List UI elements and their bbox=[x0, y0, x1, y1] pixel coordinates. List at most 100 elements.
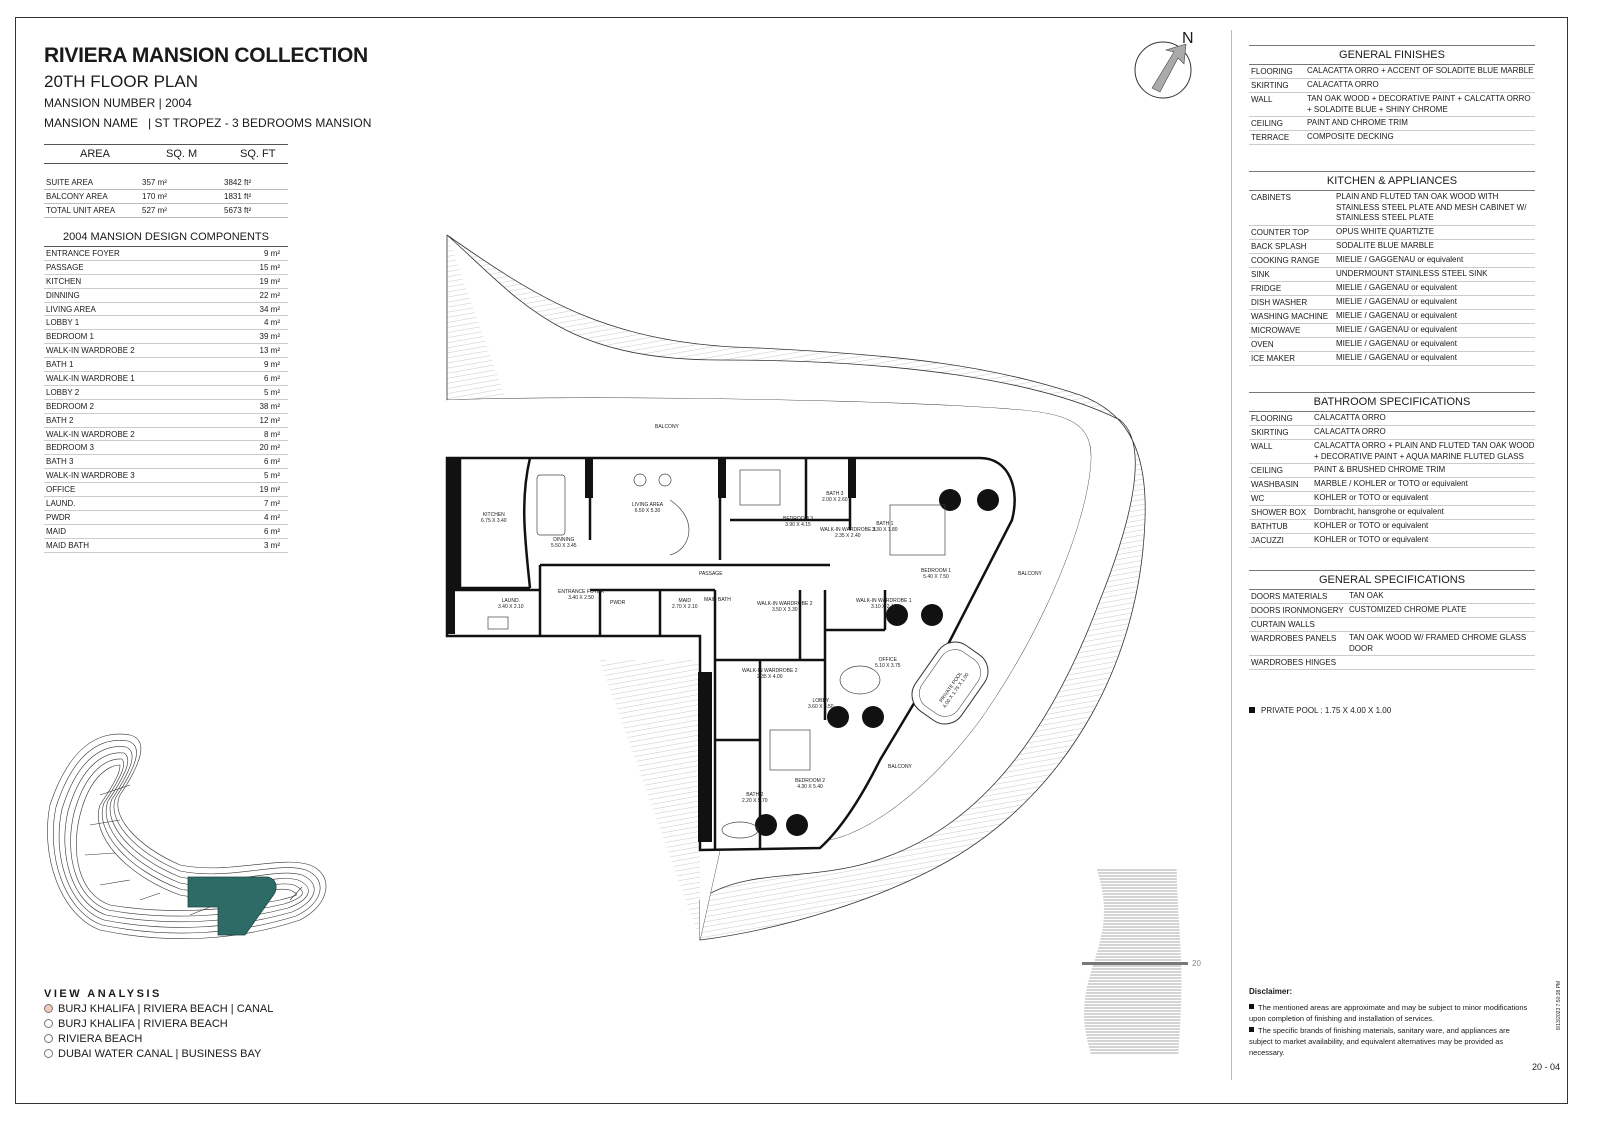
radio-icon[interactable] bbox=[44, 1049, 53, 1058]
view-option[interactable]: DUBAI WATER CANAL | BUSINESS BAY bbox=[44, 1048, 261, 1060]
component-name: MAID BATH bbox=[46, 540, 89, 550]
room-name: KITCHEN bbox=[482, 512, 505, 518]
room-name: LOBBY bbox=[812, 698, 830, 704]
room-name: WALK-IN WARDROBE 3 bbox=[820, 527, 876, 533]
room-dimensions: 3.40 X 2.50 bbox=[568, 595, 594, 601]
component-area: 19 m² bbox=[259, 276, 280, 286]
room-dimensions: 3.30 X 1.80 bbox=[872, 527, 898, 533]
component-name: PASSAGE bbox=[46, 262, 84, 272]
general-finishes-title: GENERAL FINISHES bbox=[1249, 45, 1535, 65]
component-name: WALK-IN WARDROBE 1 bbox=[46, 374, 135, 384]
room-name: LAUND. bbox=[501, 598, 520, 604]
component-name: OFFICE bbox=[46, 485, 76, 495]
view-option[interactable]: RIVIERA BEACH bbox=[44, 1033, 142, 1045]
building-contours bbox=[47, 733, 327, 940]
component-area: 20 m² bbox=[259, 443, 280, 453]
room-dimensions: 4.30 X 5.40 bbox=[797, 784, 823, 790]
page-number: 20 - 04 bbox=[1531, 1062, 1560, 1072]
components-table: 2004 MANSION DESIGN COMPONENTS ENTRANCE … bbox=[44, 229, 288, 553]
spec-key: SKIRTING bbox=[1251, 81, 1289, 90]
spec-key: MICROWAVE bbox=[1251, 325, 1301, 335]
room-label: LAUND.3.40 X 2.10 bbox=[498, 598, 524, 610]
spec-value: PAINT & BRUSHED CHROME TRIM bbox=[1314, 465, 1446, 474]
component-name: BEDROOM 2 bbox=[46, 401, 95, 411]
view-option-label: BURJ KHALIFA | RIVIERA BEACH bbox=[58, 1018, 228, 1030]
radio-selected-icon[interactable] bbox=[44, 1004, 53, 1013]
spec-value: CALACATTA ORRO + ACCENT OF SOLADITE BLUE… bbox=[1307, 66, 1534, 75]
component-name: WALK-IN WARDROBE 2 bbox=[46, 429, 135, 439]
component-name: LIVING AREA bbox=[46, 304, 96, 314]
room-dimensions: 2.35 X 2.40 bbox=[834, 533, 861, 539]
floor-title: 20TH FLOOR PLAN bbox=[44, 72, 198, 91]
spec-key: SINK bbox=[1251, 269, 1270, 279]
room-dimensions: 3.60 X 3.50 bbox=[808, 704, 834, 710]
spec-value: SODALITE BLUE MARBLE bbox=[1336, 240, 1434, 250]
disclaimer-title: Disclaimer: bbox=[1249, 987, 1293, 996]
room-dimensions: 6.50 X 5.30 bbox=[634, 508, 661, 514]
radio-icon[interactable] bbox=[44, 1019, 53, 1028]
spec-key: FRIDGE bbox=[1251, 283, 1282, 293]
room-name: WALK-IN WARDROBE 2 bbox=[757, 601, 813, 607]
component-area: 38 m² bbox=[259, 401, 280, 411]
spec-value: UNDERMOUNT STAINLESS STEEL SINK bbox=[1336, 268, 1488, 278]
area-sqft: 1831 ft² bbox=[224, 192, 252, 201]
view-option[interactable]: BURJ KHALIFA | RIVIERA BEACH | CANAL bbox=[44, 1003, 273, 1015]
furniture bbox=[487, 469, 946, 839]
bullet-icon bbox=[1249, 1027, 1254, 1032]
spec-value: CALACATTA ORRO + PLAIN AND FLUTED TAN OA… bbox=[1314, 441, 1535, 461]
mansion-number: MANSION NUMBER | 2004 bbox=[44, 96, 192, 110]
spec-key: FLOORING bbox=[1251, 414, 1293, 423]
spec-value: TAN OAK WOOD + DECORATIVE PAINT + CALCAT… bbox=[1307, 94, 1531, 114]
columns bbox=[755, 489, 999, 836]
components-title: 2004 MANSION DESIGN COMPONENTS bbox=[44, 229, 288, 247]
area-sqm: 527 m² bbox=[142, 206, 167, 215]
spec-value: MIELIE / GAGENAU or equivalent bbox=[1336, 296, 1457, 306]
component-name: ENTRANCE FOYER bbox=[46, 249, 120, 258]
area-header-area: AREA bbox=[80, 148, 110, 160]
pool-note: PRIVATE POOL : 1.75 X 4.00 X 1.00 bbox=[1249, 706, 1391, 715]
spec-value: MIELIE / GAGENAU or equivalent bbox=[1336, 282, 1457, 292]
radio-icon[interactable] bbox=[44, 1034, 53, 1043]
print-stamp: 8/13/2023 7:50:38 PM bbox=[1556, 980, 1562, 1030]
general-specs-title: GENERAL SPECIFICATIONS bbox=[1249, 570, 1535, 590]
spec-value: MIELIE / GAGENAU or equivalent bbox=[1336, 310, 1457, 320]
spec-key: COOKING RANGE bbox=[1251, 255, 1320, 265]
spec-key: BATHTUB bbox=[1251, 522, 1288, 531]
component-name: BEDROOM 3 bbox=[46, 443, 95, 453]
component-name: LAUND. bbox=[46, 499, 76, 509]
component-area: 5 m² bbox=[264, 471, 280, 481]
view-option[interactable]: BURJ KHALIFA | RIVIERA BEACH bbox=[44, 1018, 228, 1030]
mansion-name-value: | ST TROPEZ - 3 BEDROOMS MANSION bbox=[148, 116, 372, 130]
component-area: 8 m² bbox=[264, 429, 280, 439]
room-name: MAID BATH bbox=[704, 597, 731, 603]
sheet-frame bbox=[15, 17, 1568, 1104]
component-area: 3 m² bbox=[264, 540, 280, 550]
spec-key: DOORS MATERIALS bbox=[1251, 592, 1328, 601]
component-area: 9 m² bbox=[264, 249, 280, 258]
pool-note-text: PRIVATE POOL : 1.75 X 4.00 X 1.00 bbox=[1261, 706, 1392, 715]
disclaimer-text: The mentioned areas are approximate and … bbox=[1249, 1003, 1528, 1023]
component-area: 39 m² bbox=[259, 332, 280, 342]
room-label: PWDR bbox=[610, 600, 625, 606]
component-area: 34 m² bbox=[259, 304, 280, 314]
spec-key: DOORS IRONMONGERY bbox=[1251, 606, 1344, 615]
spec-key: TERRACE bbox=[1251, 133, 1290, 142]
room-dimensions: 2.35 X 4.00 bbox=[756, 674, 783, 680]
room-name: BEDROOM 2 bbox=[795, 778, 826, 784]
table-row: LAUND.7 m² bbox=[44, 497, 288, 511]
